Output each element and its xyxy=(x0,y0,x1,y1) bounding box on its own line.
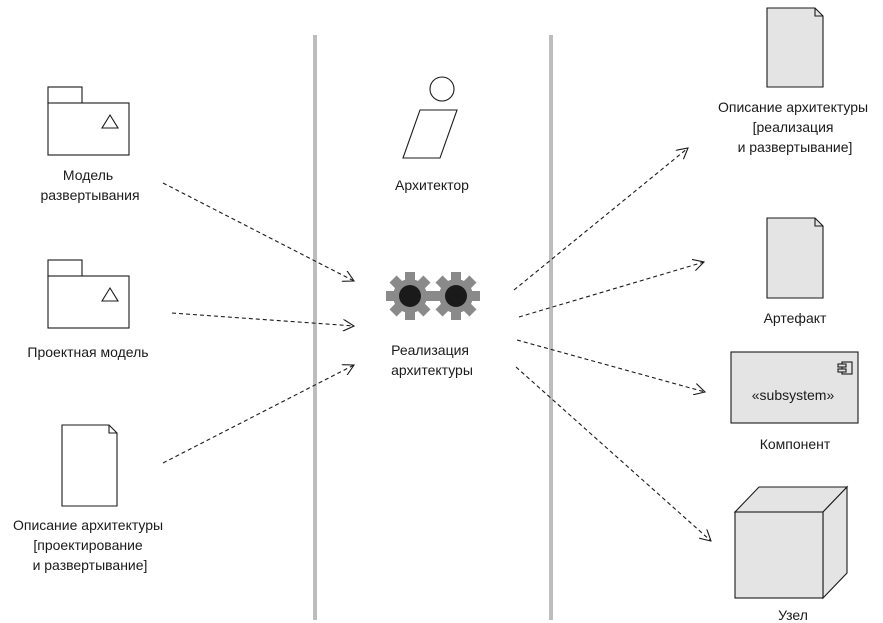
node-label: Узел xyxy=(778,607,808,623)
flow-deployment-model-to-activity xyxy=(162,182,354,281)
arch-impl-document-label: Описание архитектуры [реализация и разве… xyxy=(718,99,872,155)
deployment-model-label: Модель развертывания xyxy=(40,167,139,203)
component-stereotype: «subsystem» xyxy=(752,387,835,403)
flow-activity-to-node xyxy=(515,366,711,541)
architect-role-icon xyxy=(402,76,458,159)
architect-label: Архитектор xyxy=(395,177,469,193)
artifact-label: Артефакт xyxy=(764,310,827,326)
output-flows xyxy=(513,148,711,541)
arch-design-document-label: Описание архитектуры [проектирование и р… xyxy=(13,517,167,573)
gears-icon xyxy=(386,272,480,320)
input-flows xyxy=(162,182,354,464)
flow-activity-to-arch-impl-doc xyxy=(513,148,688,291)
arch-impl-document-icon xyxy=(766,7,824,88)
flow-arch-design-doc-to-activity xyxy=(162,365,354,464)
design-model-package-icon xyxy=(47,259,130,329)
component-label: Компонент xyxy=(760,436,831,452)
activity-label: Реализация архитектуры xyxy=(391,342,473,378)
design-model-label: Проектная модель xyxy=(27,344,148,360)
artifact-document-icon xyxy=(766,217,824,299)
deployment-model-package-icon xyxy=(47,86,130,156)
flow-activity-to-artifact xyxy=(518,262,704,318)
flow-activity-to-component xyxy=(516,339,705,392)
flow-design-model-to-activity xyxy=(171,312,354,326)
component-subsystem-box: «subsystem» xyxy=(730,351,859,424)
arch-design-document-icon xyxy=(61,424,118,507)
component-icon xyxy=(837,361,853,375)
node-cube-icon xyxy=(733,485,849,600)
